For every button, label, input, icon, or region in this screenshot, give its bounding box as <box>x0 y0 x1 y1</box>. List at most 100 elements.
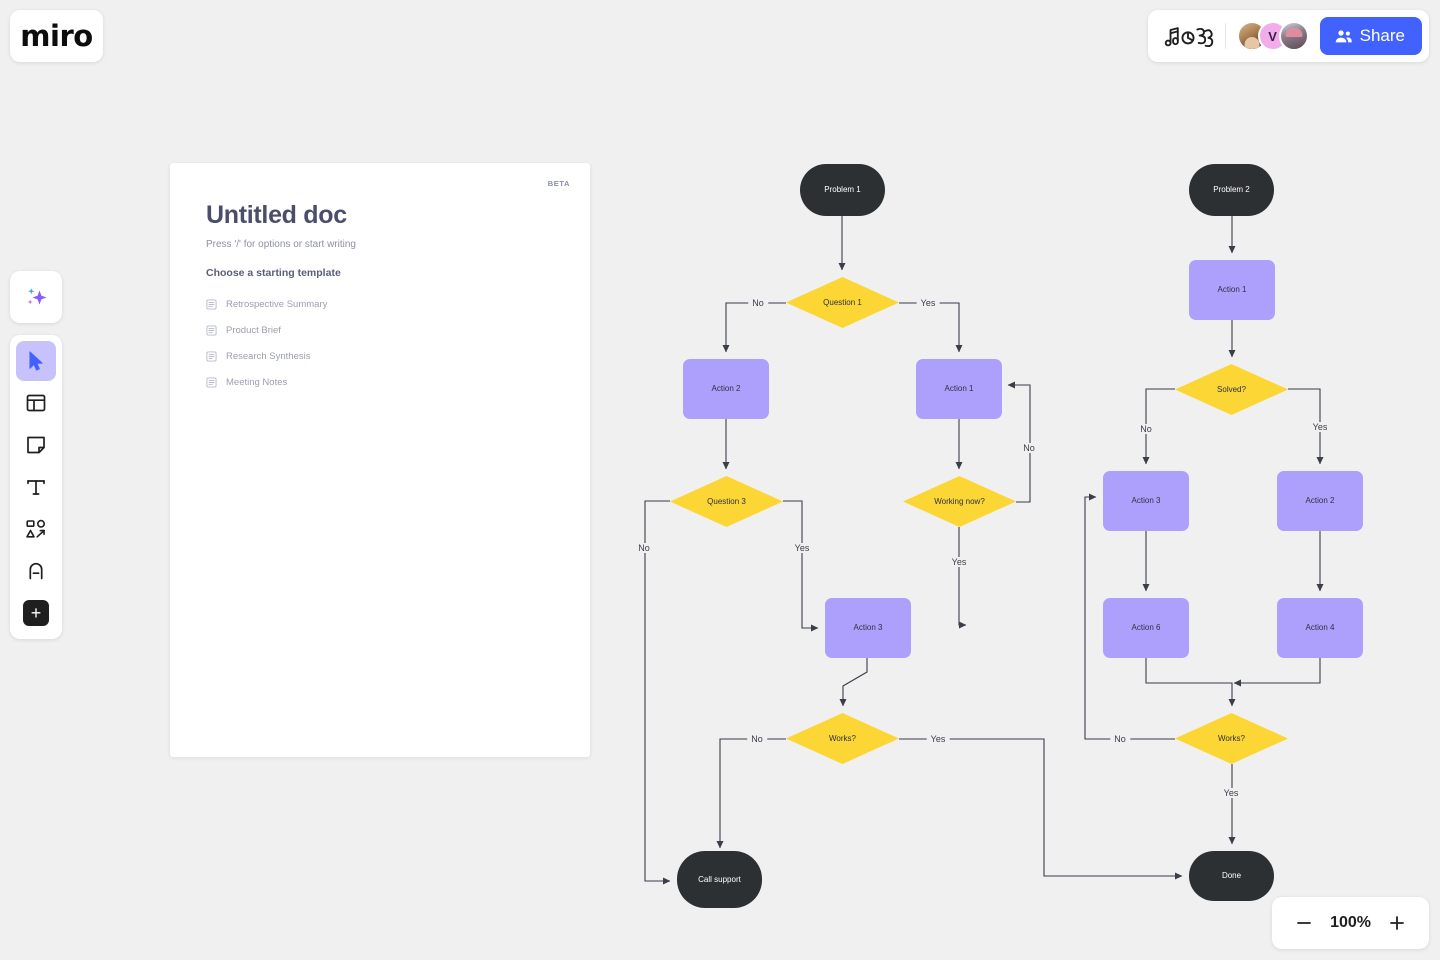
edge-label: Yes <box>926 734 950 744</box>
edge-solved-action2-yes <box>1288 388 1324 465</box>
node-action-1-left[interactable]: Action 1 <box>916 359 1002 419</box>
edge-works-done-yes <box>899 738 1183 880</box>
edge-action6-works2 <box>1145 658 1236 707</box>
node-works-left[interactable]: Works? <box>786 713 899 764</box>
edge-label: No <box>748 298 768 308</box>
node-label: Question 1 <box>823 297 862 307</box>
edge-label: No <box>1110 734 1130 744</box>
template-item-meeting-notes[interactable]: Meeting Notes <box>206 369 554 395</box>
edge-label: Yes <box>790 543 814 553</box>
edge-label: No <box>1019 443 1039 453</box>
node-solved[interactable]: Solved? <box>1175 364 1288 415</box>
document-icon <box>206 324 217 336</box>
document-icon <box>206 298 217 310</box>
edge-question1-action1 <box>899 302 963 353</box>
node-action-4[interactable]: Action 4 <box>1277 598 1363 658</box>
text-icon <box>27 480 45 495</box>
edge-label: No <box>747 734 767 744</box>
cursor-icon <box>29 351 43 371</box>
edge-label: Yes <box>1308 422 1332 432</box>
node-label: Works? <box>829 733 856 743</box>
node-action-3-left[interactable]: Action 3 <box>825 598 911 658</box>
people-icon <box>1335 29 1352 42</box>
node-call-support[interactable]: Call support <box>677 851 762 908</box>
edge-solved-action3-no <box>1142 388 1175 465</box>
node-label: Action 3 <box>853 623 883 633</box>
node-working-now[interactable]: Working now? <box>903 476 1016 527</box>
template-label: Meeting Notes <box>226 376 288 388</box>
template-item-product-brief[interactable]: Product Brief <box>206 317 554 343</box>
node-label: Action 1 <box>1217 285 1247 295</box>
select-tool[interactable] <box>16 341 56 381</box>
node-action-1-right[interactable]: Action 1 <box>1189 260 1275 320</box>
zoom-in-button[interactable] <box>1385 911 1409 935</box>
node-label: Done <box>1221 871 1242 881</box>
frame-icon <box>26 394 46 412</box>
ai-toolbar-card <box>10 271 62 323</box>
edge-works-callsupport-no <box>716 738 786 849</box>
node-problem-1[interactable]: Problem 1 <box>800 164 885 216</box>
doc-title[interactable]: Untitled doc <box>206 201 347 229</box>
edge-label: No <box>1136 424 1156 434</box>
edge-action4-works2 <box>1233 658 1321 687</box>
edge-question3-action3-yes <box>783 500 819 632</box>
node-label: Action 3 <box>1131 496 1161 506</box>
shapes-icon <box>26 519 46 538</box>
sparkle-icon <box>27 288 47 305</box>
pen-icon <box>29 562 43 580</box>
node-label: Works? <box>1218 733 1245 743</box>
sticky-note-tool[interactable] <box>16 425 56 465</box>
template-label: Product Brief <box>226 324 281 336</box>
top-right-bar: V Share <box>1147 10 1429 62</box>
node-label: Question 3 <box>707 496 746 506</box>
avatar[interactable] <box>1278 21 1309 51</box>
pen-tool[interactable] <box>16 551 56 591</box>
templates-tool[interactable] <box>16 383 56 423</box>
node-works-right[interactable]: Works? <box>1175 713 1288 764</box>
share-button-label: Share <box>1359 26 1405 45</box>
node-label: Call support <box>698 874 741 884</box>
ai-sparkle-tool[interactable] <box>16 277 56 317</box>
node-action-2-right[interactable]: Action 2 <box>1277 471 1363 531</box>
node-action-3-right[interactable]: Action 3 <box>1103 471 1189 531</box>
doc-template-heading: Choose a starting template <box>206 267 341 279</box>
untitled-doc-card[interactable]: BETA Untitled doc Press '/' for options … <box>170 163 590 757</box>
main-toolbar-card: + <box>10 335 62 639</box>
edge-workingnow-action3-yes <box>958 527 967 629</box>
document-icon <box>206 376 217 388</box>
node-label: Problem 2 <box>1213 185 1250 195</box>
more-apps-tool[interactable]: + <box>16 593 56 633</box>
node-label: Working now? <box>934 496 985 506</box>
minus-icon <box>1297 922 1311 924</box>
template-item-retrospective-summary[interactable]: Retrospective Summary <box>206 291 554 317</box>
text-tool[interactable] <box>16 467 56 507</box>
sticky-note-icon <box>27 436 45 454</box>
edge-label: Yes <box>916 298 940 308</box>
node-action-2[interactable]: Action 2 <box>683 359 769 419</box>
music-doodle-icon[interactable] <box>1162 23 1214 49</box>
zoom-out-button[interactable] <box>1292 911 1316 935</box>
miro-logo-text: miro <box>20 18 93 53</box>
node-label: Action 6 <box>1131 623 1161 633</box>
node-problem-2[interactable]: Problem 2 <box>1189 164 1274 216</box>
shapes-tool[interactable] <box>16 509 56 549</box>
node-done[interactable]: Done <box>1189 851 1274 901</box>
node-label: Action 2 <box>1305 496 1335 506</box>
edge-label: Yes <box>947 557 971 567</box>
plus-icon <box>1390 916 1404 930</box>
node-question-3[interactable]: Question 3 <box>670 476 783 527</box>
template-item-research-synthesis[interactable]: Research Synthesis <box>206 343 554 369</box>
template-label: Retrospective Summary <box>226 298 328 310</box>
node-label: Action 1 <box>944 384 974 394</box>
edge-label: No <box>634 543 654 553</box>
node-question-1[interactable]: Question 1 <box>786 277 899 328</box>
zoom-level-value[interactable]: 100% <box>1330 914 1371 931</box>
share-button[interactable]: Share <box>1319 17 1422 55</box>
edge-action3-works <box>839 658 868 707</box>
node-label: Solved? <box>1217 384 1246 394</box>
template-label: Research Synthesis <box>226 350 311 362</box>
miro-logo[interactable]: miro <box>10 10 103 62</box>
topbar-divider <box>1224 23 1226 49</box>
node-action-6[interactable]: Action 6 <box>1103 598 1189 658</box>
doc-placeholder-hint: Press '/' for options or start writing <box>206 239 356 250</box>
